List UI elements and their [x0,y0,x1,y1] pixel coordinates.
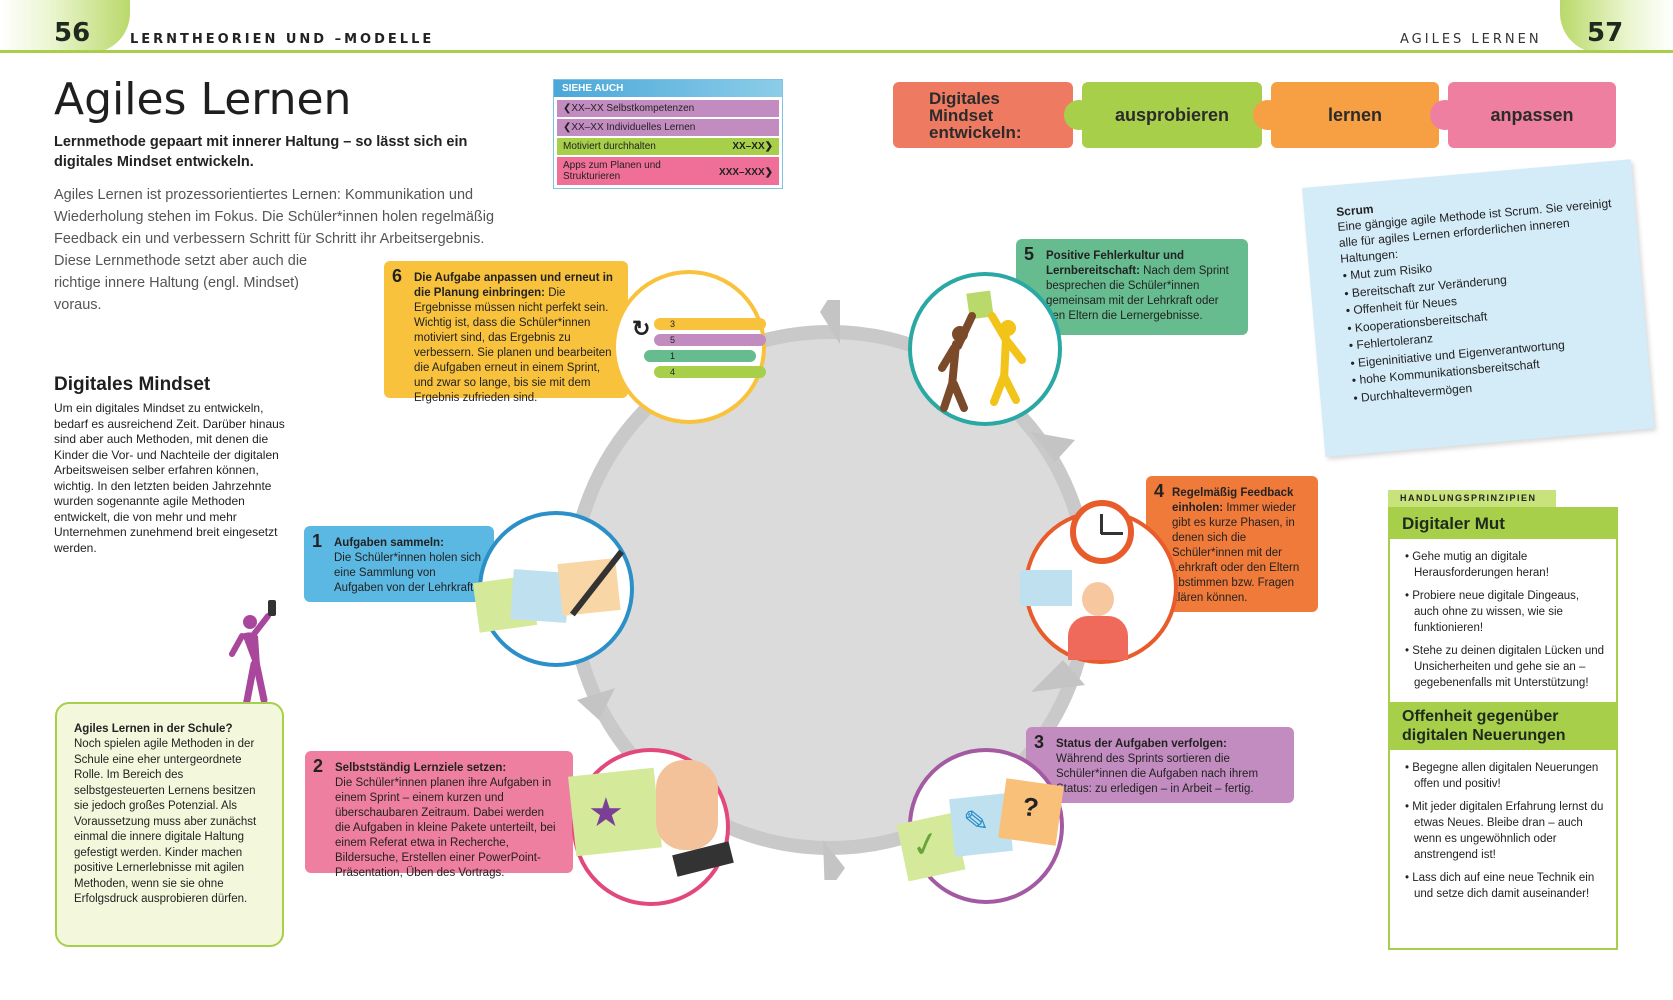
hand-icon [656,760,718,850]
step-6-text: Die Ergebnisse müssen nicht perfekt sein… [414,287,612,404]
list-item: Stehe zu deinen digitalen Lücken und Uns… [1404,643,1606,691]
step-1-box: 1 Aufgaben sammeln:Die Schüler*innen hol… [304,526,494,602]
principles-label: HANDLUNGSPRINZIPIEN [1388,490,1556,507]
see-also-box: SIEHE AUCH ❮XX–XX Selbstkompetenzen ❮XX–… [553,79,783,189]
see-also-link-1[interactable]: ❮XX–XX Selbstkompetenzen [557,100,779,117]
page-tab-left [0,0,130,53]
speech-bubble [1020,570,1072,606]
step-5-text: Nach dem Sprint besprechen die Schüler*i… [1046,265,1229,322]
step-3-box: 3 Status der Aufgaben verfolgen:Während … [1026,727,1294,803]
step-3-title: Status der Aufgaben verfolgen: [1056,738,1227,750]
step-5-title: Positive Fehlerkultur und Lernbereitscha… [1046,250,1185,277]
page-tab-right [1560,0,1673,53]
step-3-text: Während des Sprints sortieren die Schüle… [1056,753,1259,795]
intro-text-2: Diese Lernmethode setzt aber auch die ri… [54,253,308,313]
step-2-circle: ★ [568,748,734,906]
step-6-circle: ↻ 3 5 1 4 [612,270,766,424]
step-6-box: 6 Die Aufgabe anpassen und erneut in die… [384,261,628,404]
principle-list: Begegne allen digitalen Neuerungen offen… [1390,750,1616,913]
arrow-icon [1031,660,1085,692]
step-6-title: Die Aufgabe anpassen und erneut in die P… [414,272,613,299]
intro-text: Agiles Lernen ist prozessorientiertes Le… [54,187,495,247]
scrum-list: Mut zum Risiko Bereitschaft zur Veränder… [1341,244,1634,406]
page-number-right: 57 [1587,18,1624,48]
see-also-label: SIEHE AUCH [554,80,782,97]
list-item: Probiere neue digitale Dingeaus, auch oh… [1404,588,1606,636]
mindset-heading: Digitales Mindset [54,374,211,395]
page-number-left: 56 [54,18,91,48]
arrow-icon [1031,432,1075,462]
list-item: Begegne allen digitalen Neuerungen offen… [1404,760,1606,792]
step-4-box: 4 Regelmäßig Feedback einholen: Immer wi… [1146,476,1318,612]
step-5-circle [908,272,1062,426]
task-bar: 5 [654,334,766,346]
question-icon: ? [1020,790,1041,823]
page-title: Agiles Lernen [54,74,352,125]
list-item: Gehe mutig an digitale Herausforderungen… [1404,549,1606,581]
puzzle-piece-mindset: Digitales Mindset entwickeln: [893,82,1073,148]
school-info-box: Agiles Lernen in der Schule? Noch spiele… [55,702,284,947]
step-1-circle [472,511,634,667]
clock-icon [1070,500,1134,564]
person-icon [1082,582,1114,616]
list-item: Lass dich auf eine neue Technik ein und … [1404,870,1606,902]
step-4-circle [1020,500,1178,664]
see-also-link-2[interactable]: ❮XX–XX Individuelles Lernen [557,119,779,136]
running-title-left: LERNTHEORIEN UND –MODELLE [130,32,435,47]
mindset-text: Um ein digitales Mindset zu entwickeln, … [54,401,285,555]
person-with-phone-icon [229,600,276,710]
person-body [1068,616,1128,660]
puzzle-piece-ausprobieren: ausprobieren [1082,82,1262,148]
step-1-text: Die Schüler*innen holen sich eine Sammlu… [334,552,482,594]
puzzle-piece-anpassen: anpassen [1448,82,1616,148]
scrum-note: Scrum Eine gängige agile Methode ist Scr… [1302,159,1655,457]
celebrating-people-icon [938,290,1026,412]
step-2-title: Selbstständig Lernziele setzen: [335,762,507,774]
step-2-box: 2 Selbstständig Lernziele setzen:Die Sch… [305,751,573,879]
arrow-icon [820,300,840,344]
puzzle-piece-lernen: lernen [1271,82,1439,148]
step-4-text: Immer wieder gibt es kurze Phasen, in de… [1172,502,1300,604]
principle-heading: Offenheit gegenüber digitalen Neuerungen [1390,702,1616,750]
header-rule [0,50,1673,53]
task-bar: 4 [654,366,766,378]
step-4-title: Regelmäßig Feedback einholen: [1172,487,1294,514]
principles-box: Digitaler Mut Gehe mutig an digitale Her… [1388,507,1618,950]
task-bar: 1 [644,350,756,362]
principle-list: Gehe mutig an digitale Herausforderungen… [1390,539,1616,702]
subtitle: Lernmethode gepaart mit innerer Haltung … [54,134,468,170]
arrow-icon [823,840,845,880]
step-3-circle: ✓ ✎ ? [896,748,1064,904]
arrow-icon [577,688,615,720]
refresh-icon: ↻ [632,316,651,341]
star-icon: ★ [588,791,624,835]
school-box-heading: Agiles Lernen in der Schule? [74,723,233,735]
principle-heading: Digitaler Mut [1390,509,1616,539]
school-box-text: Noch spielen agile Methoden in der Schul… [74,738,257,905]
list-item: Mit jeder digitalen Erfahrung lernst du … [1404,799,1606,863]
task-bar: 3 [654,318,766,330]
step-2-text: Die Schüler*innen planen ihre Aufgaben i… [335,777,556,879]
sticky-note: ? [998,778,1064,846]
running-title-right: AGILES LERNEN [1400,32,1542,47]
step-1-title: Aufgaben sammeln: [334,537,444,549]
